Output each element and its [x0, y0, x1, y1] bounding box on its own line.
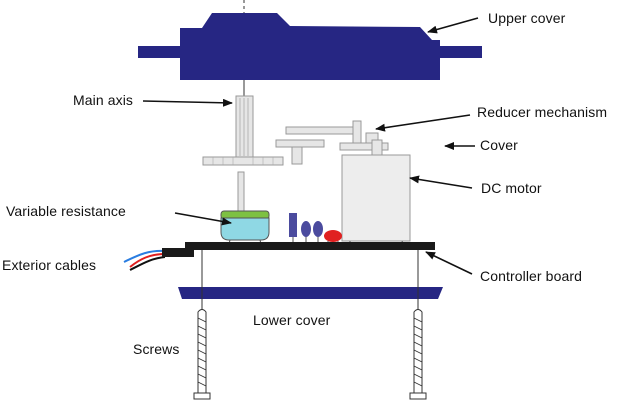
label-cover: Cover — [480, 137, 518, 153]
lower-cover-shape — [178, 287, 443, 299]
cable-connector — [162, 248, 194, 257]
arrow-upper-cover — [427, 17, 479, 34]
arrow-variable-resistance — [174, 212, 232, 226]
arrow-main-axis — [142, 98, 233, 107]
label-exterior-cables: Exterior cables — [2, 257, 97, 273]
upper-cover-shape — [138, 13, 482, 80]
left-screw — [193, 309, 211, 400]
label-main-axis: Main axis — [73, 92, 134, 108]
label-screws: Screws — [133, 341, 180, 357]
label-variable-resistance: Variable resistance — [6, 203, 126, 219]
label-dc-motor: DC motor — [481, 180, 542, 196]
label-controller-board: Controller board — [480, 268, 582, 284]
right-screw — [409, 309, 427, 400]
main-axis-shaft — [235, 95, 254, 159]
arrow-reducer — [375, 114, 471, 132]
arrow-dc-motor — [409, 175, 473, 189]
pot-body-cyan — [220, 217, 270, 241]
dc-motor-body — [341, 154, 411, 242]
pot-shaft — [237, 171, 245, 213]
exterior-cables — [123, 249, 166, 271]
controller-board-pcb — [185, 242, 435, 250]
label-lower-cover: Lower cover — [253, 312, 331, 328]
label-reducer-mechanism: Reducer mechanism — [477, 104, 608, 120]
reducer-mechanism-gears — [275, 120, 389, 165]
main-axis-gear — [202, 156, 284, 166]
arrow-controller-board — [425, 251, 473, 275]
label-upper-cover: Upper cover — [488, 10, 566, 26]
